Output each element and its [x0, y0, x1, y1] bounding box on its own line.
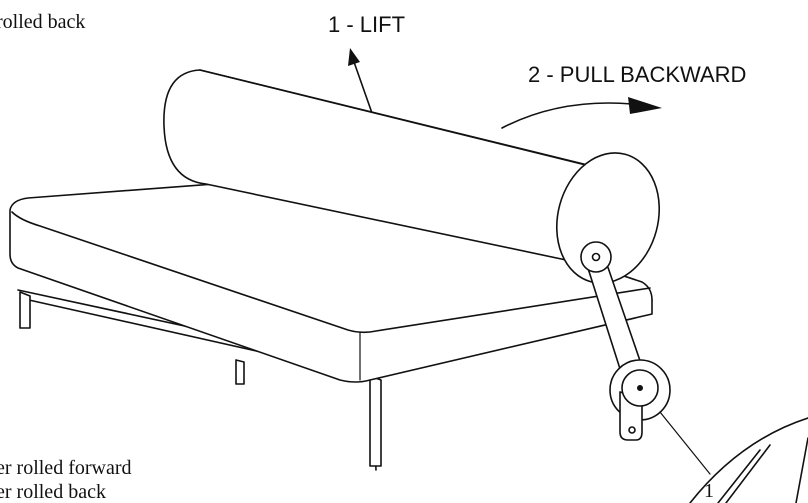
caption-rolled-back-bottom: er rolled back: [0, 481, 106, 503]
pull-backward-arrow-icon: [501, 97, 662, 129]
leg-front-left: [369, 375, 382, 467]
caption-rolled-back-top: rolled back: [0, 11, 85, 33]
caption-rolled-forward: er rolled forward: [0, 457, 132, 479]
step-1-lift-label: 1 - LIFT: [328, 12, 405, 37]
step-2-pull-backward-label: 2 - PULL BACKWARD: [528, 62, 746, 87]
leg-back-left: [19, 291, 31, 329]
seat-mattress: [9, 175, 653, 383]
detail-marker-label: 1: [704, 480, 714, 502]
leg-middle: [235, 359, 245, 385]
detail-callout: 1: [659, 411, 808, 503]
hinge-arm-assembly: [580, 241, 671, 441]
